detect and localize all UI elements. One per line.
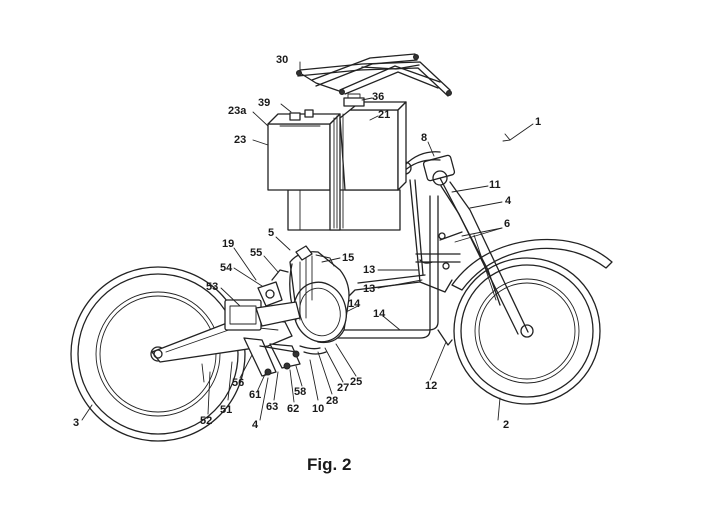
electric-motor bbox=[289, 245, 350, 344]
label-56: 56 bbox=[232, 377, 244, 389]
label-6: 6 bbox=[504, 218, 510, 230]
label-21: 21 bbox=[378, 109, 390, 121]
linkage-bracket bbox=[243, 269, 327, 377]
reference-numerals: 30 39 36 23a 21 1 23 8 11 4 6 5 19 55 15… bbox=[73, 54, 541, 431]
label-28: 28 bbox=[326, 395, 338, 407]
label-55: 55 bbox=[250, 247, 262, 259]
label-12: 12 bbox=[425, 380, 437, 392]
label-23: 23 bbox=[234, 134, 246, 146]
label-51: 51 bbox=[220, 404, 232, 416]
label-39: 39 bbox=[258, 97, 270, 109]
label-14b: 14 bbox=[373, 308, 386, 320]
label-13a: 13 bbox=[363, 264, 375, 276]
label-2: 2 bbox=[503, 419, 509, 431]
label-10: 10 bbox=[312, 403, 324, 415]
label-25: 25 bbox=[350, 376, 362, 388]
label-8: 8 bbox=[421, 132, 427, 144]
label-14a: 14 bbox=[348, 298, 361, 310]
label-54: 54 bbox=[220, 262, 233, 274]
label-62: 62 bbox=[287, 403, 299, 415]
label-11: 11 bbox=[489, 179, 501, 191]
front-fender bbox=[451, 238, 613, 291]
label-58: 58 bbox=[294, 386, 306, 398]
label-4b: 4 bbox=[252, 419, 259, 431]
label-30: 30 bbox=[276, 54, 288, 66]
label-61: 61 bbox=[249, 389, 261, 401]
label-15: 15 bbox=[342, 252, 354, 264]
label-5: 5 bbox=[268, 227, 274, 239]
label-13b: 13 bbox=[363, 283, 375, 295]
label-23a: 23a bbox=[228, 105, 247, 117]
front-fork bbox=[398, 151, 529, 335]
label-53: 53 bbox=[206, 281, 218, 293]
battery-unit bbox=[267, 93, 407, 231]
top-frame-rack bbox=[296, 53, 452, 97]
label-52: 52 bbox=[200, 415, 212, 427]
swing-arm bbox=[151, 299, 301, 363]
label-19: 19 bbox=[222, 238, 234, 250]
front-wheel bbox=[453, 257, 601, 405]
label-3: 3 bbox=[73, 417, 79, 429]
label-36: 36 bbox=[372, 91, 384, 103]
leader-lines bbox=[81, 61, 534, 421]
label-63: 63 bbox=[266, 401, 278, 413]
label-1: 1 bbox=[535, 116, 541, 128]
label-27: 27 bbox=[337, 382, 349, 394]
figure-caption: Fig. 2 bbox=[307, 455, 351, 474]
label-4a: 4 bbox=[505, 195, 512, 207]
